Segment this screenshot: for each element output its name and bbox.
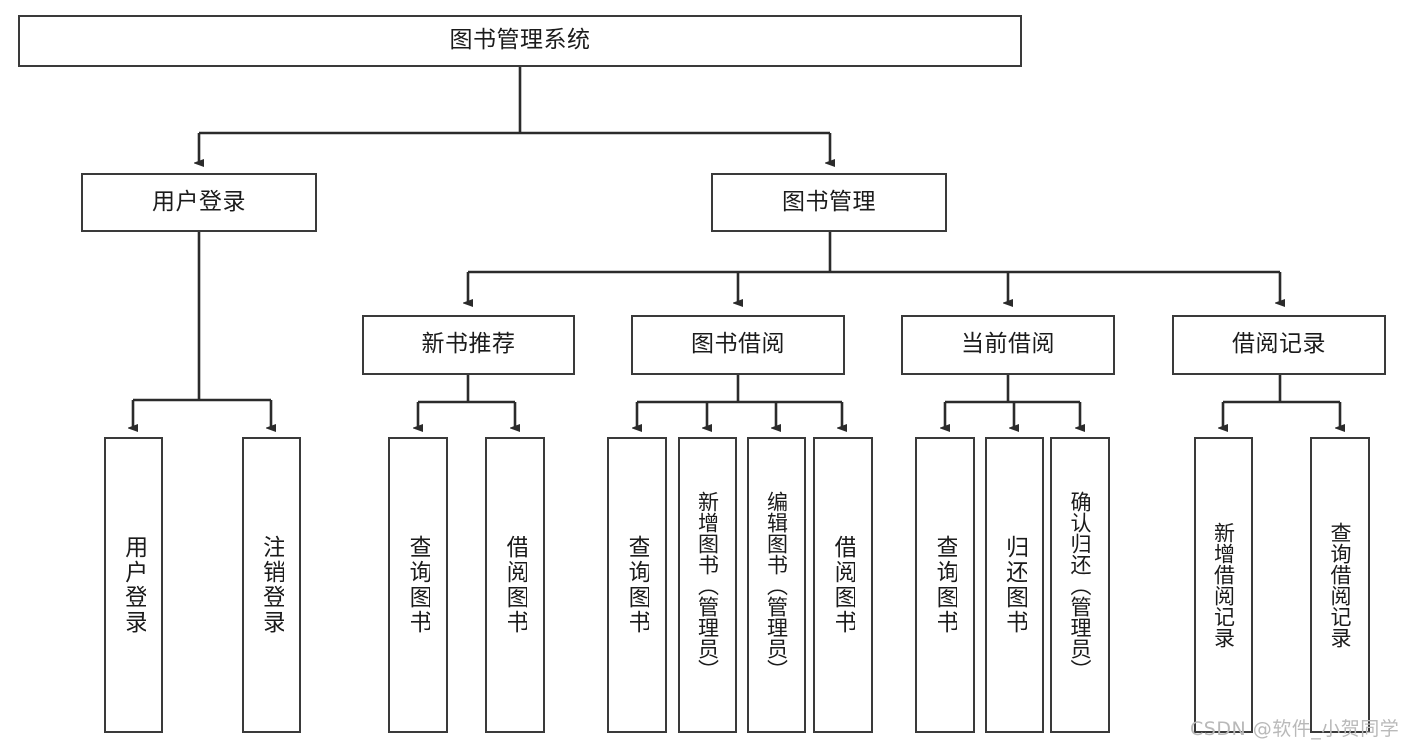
leaf-add-borrow-record[interactable]: 新增借阅记录 [1194, 437, 1253, 733]
leaf-query-borrow-record[interactable]: 查询借阅记录 [1310, 437, 1370, 733]
node-current-borrow[interactable]: 当前借阅 [901, 315, 1115, 375]
node-root-system[interactable]: 图书管理系统 [18, 15, 1022, 67]
leaf-logout[interactable]: 注销登录 [242, 437, 301, 733]
leaf-add-book-admin[interactable]: 新增图书（管理员） [678, 437, 737, 733]
node-label: 借阅图书 [502, 535, 528, 635]
node-label: 当前借阅 [961, 331, 1055, 358]
node-label: 编辑图书（管理员） [765, 490, 788, 680]
node-label: 归还图书 [1002, 535, 1027, 635]
node-label: 查询图书 [624, 535, 650, 635]
node-book-management[interactable]: 图书管理 [711, 173, 947, 232]
node-label: 图书管理 [782, 188, 876, 215]
leaf-query-book-borrow[interactable]: 查询图书 [607, 437, 667, 733]
leaf-borrow-book[interactable]: 借阅图书 [813, 437, 873, 733]
watermark: CSDN @软件_小贺同学 [1190, 718, 1400, 740]
node-label: 注销登录 [259, 535, 284, 635]
node-label: 用户登录 [152, 188, 246, 215]
leaf-query-book-current[interactable]: 查询图书 [915, 437, 975, 733]
leaf-query-book-recommend[interactable]: 查询图书 [388, 437, 448, 733]
leaf-confirm-return-admin[interactable]: 确认归还（管理员） [1050, 437, 1110, 733]
node-label: 查询图书 [405, 535, 431, 635]
node-label: 借阅记录 [1232, 331, 1326, 358]
node-label: 查询图书 [932, 535, 958, 635]
leaf-borrow-book-recommend[interactable]: 借阅图书 [485, 437, 545, 733]
leaf-user-login[interactable]: 用户登录 [104, 437, 163, 733]
node-label: 新增图书（管理员） [696, 490, 719, 680]
node-label: 图书管理系统 [449, 27, 591, 54]
node-new-book-recommend[interactable]: 新书推荐 [362, 315, 575, 375]
node-label: 图书借阅 [691, 331, 785, 358]
leaf-edit-book-admin[interactable]: 编辑图书（管理员） [747, 437, 806, 733]
node-label: 借阅图书 [830, 535, 856, 635]
node-label: 新书推荐 [421, 331, 516, 358]
node-label: 新增借阅记录 [1212, 522, 1235, 648]
node-label: 确认归还（管理员） [1068, 490, 1092, 680]
node-book-borrow[interactable]: 图书借阅 [631, 315, 845, 375]
node-label: 查询借阅记录 [1328, 522, 1352, 648]
node-label: 用户登录 [121, 535, 146, 635]
node-user-login[interactable]: 用户登录 [81, 173, 317, 232]
leaf-return-book[interactable]: 归还图书 [985, 437, 1044, 733]
node-borrow-record[interactable]: 借阅记录 [1172, 315, 1386, 375]
